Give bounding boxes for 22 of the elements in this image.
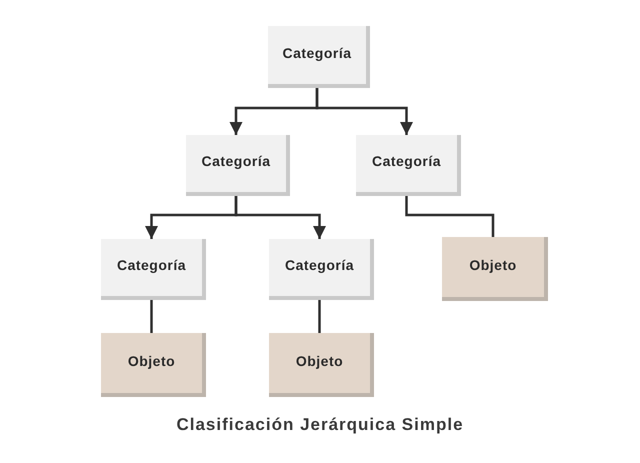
node-label: Categoría <box>201 153 271 171</box>
node-label: Categoría <box>372 153 442 171</box>
connector-line <box>150 300 153 333</box>
caption: Clasificación Jerárquica Simple <box>176 414 464 436</box>
category-box <box>268 26 370 88</box>
object-box <box>101 333 206 397</box>
category-box <box>356 135 461 196</box>
category-box <box>186 135 290 196</box>
category-box <box>101 239 206 300</box>
connector-line <box>405 196 494 237</box>
arrow <box>234 196 326 239</box>
node-label: Categoría <box>282 44 352 62</box>
object-box <box>442 237 548 301</box>
node-label: Objeto <box>128 352 176 370</box>
object-box <box>269 333 374 397</box>
category-box <box>269 239 374 300</box>
node-label: Categoría <box>284 257 354 275</box>
node-label: Objeto <box>469 256 517 274</box>
arrow <box>316 88 413 135</box>
node-label: Objeto <box>296 352 344 370</box>
connector-line <box>318 300 321 333</box>
node-label: Categoría <box>116 257 186 275</box>
